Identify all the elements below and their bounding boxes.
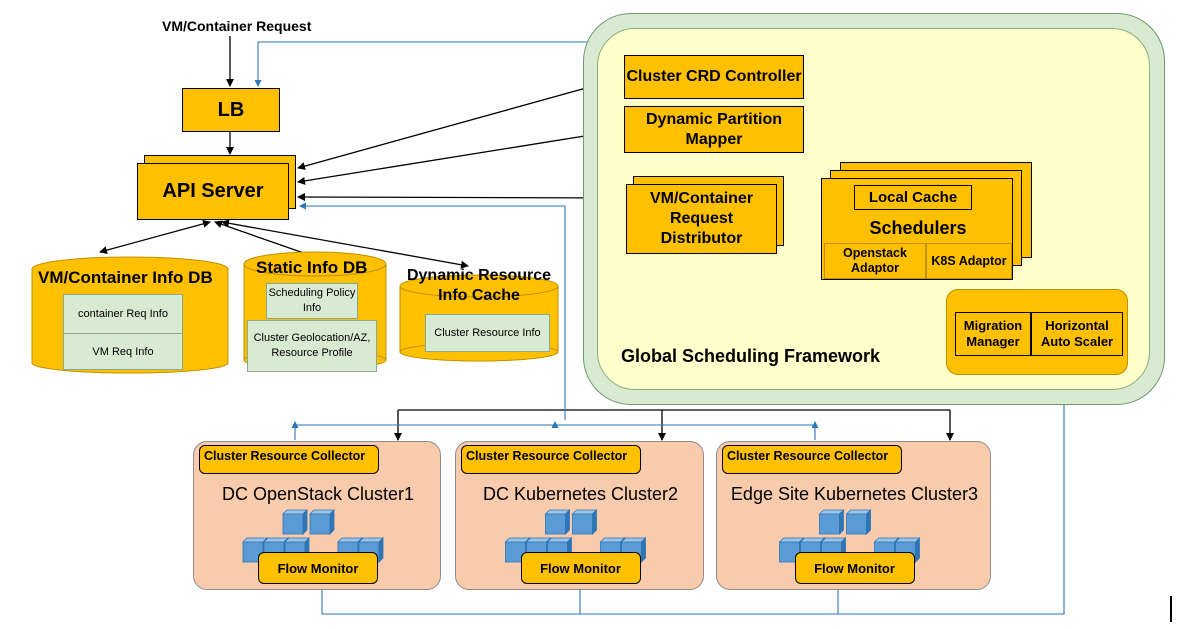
cluster-name: Edge Site Kubernetes Cluster3 — [730, 484, 979, 504]
flow-monitor-line — [321, 376, 1068, 615]
framework-title: Global Scheduling Framework — [621, 346, 881, 366]
api-vmdb-arrow — [99, 219, 211, 255]
flow-monitor[interactable]: Flow Monitor — [794, 552, 915, 584]
horizontal-auto-scaler[interactable]: Horizontal Auto Scaler — [1031, 312, 1123, 356]
node-cube-icon — [282, 509, 308, 535]
local-cache-box[interactable]: Local Cache — [854, 185, 972, 210]
flow-monitor[interactable]: Flow Monitor — [520, 552, 641, 584]
dynamic-cache-title: Dynamic Resource Info Cache — [406, 267, 552, 304]
cluster-resource-collector[interactable]: Cluster Resource Collector — [722, 445, 902, 474]
cluster-resource-collector[interactable]: Cluster Resource Collector — [199, 445, 379, 474]
node-cube-icon — [309, 509, 335, 535]
vm-info-db-item: container Req Info — [64, 295, 182, 334]
api-mapper-arrow — [297, 127, 623, 185]
node-cube-icon — [571, 509, 598, 535]
api-crd-arrow — [297, 76, 623, 170]
schedulers-box[interactable]: Local Cache Schedulers Openstack Adaptor… — [821, 178, 1013, 280]
flow-monitor[interactable]: Flow Monitor — [258, 552, 378, 584]
edge-marker — [1170, 596, 1172, 622]
k8s-adaptor[interactable]: K8S Adaptor — [926, 243, 1012, 279]
request-label: VM/Container Request — [162, 18, 312, 34]
api-server-box[interactable]: API Server — [137, 163, 289, 220]
lb-box[interactable]: LB — [182, 88, 280, 132]
node-cube-icon — [845, 509, 872, 535]
migration-autoscaler-group: Migration Manager Horizontal Auto Scaler — [946, 289, 1128, 375]
vm-info-db-item: VM Req Info — [92, 345, 154, 358]
api-distributor-arrow — [297, 193, 625, 202]
vm-info-db-panel: container Req Info VM Req Info — [63, 294, 183, 370]
openstack-adaptor[interactable]: Openstack Adaptor — [824, 243, 926, 279]
cluster-name: DC OpenStack Cluster1 — [221, 484, 415, 504]
distributor-box[interactable]: VM/Container Request Distributor — [626, 184, 777, 254]
cluster-resource-collector[interactable]: Cluster Resource Collector — [461, 445, 641, 474]
static-info-db-title: Static Info DB — [256, 258, 368, 277]
cluster-name: DC Kubernetes Cluster2 — [482, 484, 679, 504]
cluster-box[interactable]: Cluster Resource Collector DC OpenStack C… — [193, 441, 441, 590]
dynamic-cache-item: Cluster Resource Info — [425, 314, 550, 352]
static-info-db-item: Scheduling Policy Info — [266, 283, 358, 319]
api-cache-arrow — [221, 219, 469, 269]
static-info-db-item: Cluster Geolocation/AZ, Resource Profile — [247, 320, 377, 372]
partition-mapper-box[interactable]: Dynamic Partition Mapper — [624, 106, 804, 153]
crd-controller-box[interactable]: Cluster CRD Controller — [624, 55, 804, 99]
collector-feedback-line — [299, 202, 566, 420]
schedulers-label: Schedulers — [869, 217, 967, 238]
node-cube-icon — [544, 509, 571, 535]
cluster-box[interactable]: Cluster Resource Collector DC Kubernetes … — [455, 441, 704, 590]
node-cube-icon — [818, 509, 845, 535]
vm-info-db-title: VM/Container Info DB — [38, 268, 213, 287]
migration-manager[interactable]: Migration Manager — [955, 312, 1031, 356]
